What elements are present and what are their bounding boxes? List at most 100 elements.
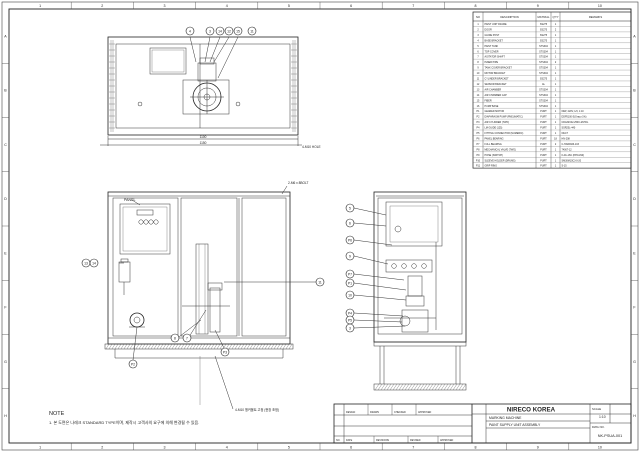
table-cell: BASE BRACKET [485,39,504,42]
balloon-label: P5 [348,318,352,322]
table-cell: HN-208 [562,137,571,140]
table-cell: 15 [477,99,480,102]
table-cell: DDP5100-S(Graco 1%) [562,116,587,119]
table-cell: 2 [477,28,479,31]
balloon-label: 6 [349,221,351,225]
grid-col-label: 3 [164,446,166,450]
table-cell: STS304 [539,45,548,48]
table-cell: 1 [555,56,557,59]
callout-balloon: 14 [215,26,225,36]
callout-balloon: P1 [345,278,355,288]
table-cell: GUIDE POST [485,34,500,37]
table-cell: S-15 [562,165,568,168]
balloon-label: 13 [84,261,88,265]
table-cell: LM GUIDE (125) [485,127,503,130]
table-cell: P1 [477,110,481,113]
callout-balloon: 5 [345,203,355,213]
grid-col-label: 5 [288,446,290,450]
balloon-label: 8 [174,336,176,340]
table-cell: 8 [477,61,479,64]
panel-label: PANEL [124,198,136,202]
table-cell: 1 [555,39,557,42]
table-cell: SSR25L-440 [562,127,576,130]
table-cell: CDA32X42-250C-M-HDL [562,121,590,124]
table-cell: AIR CHAMBER [485,88,502,91]
balloon-label: 5 [349,206,351,210]
grid-row-label: B [633,89,636,93]
grid-col-label: 9 [537,4,539,8]
callout-balloon: 4 [185,26,195,36]
balloon-label: P2 [131,362,135,366]
table-cell: INNER PIPE [485,61,499,64]
table-cell: 3 [477,34,479,37]
balloon-label: 11 [318,280,322,284]
table-cell: TANK COVER BRACKET [485,67,513,70]
table-cell: PANEL BEARING [485,137,504,140]
table-cell: 1 [555,67,557,70]
callout-balloon: P5 [345,315,355,325]
grid-col-label: 3 [164,4,166,8]
title-block-label: DATE [346,439,353,442]
control-panel [119,203,171,255]
title-block-label: NO. [336,439,341,442]
callout-balloon: 3 [345,323,355,333]
balloon-label: 14 [218,29,222,33]
table-cell: AL [542,83,546,86]
table-cell: 1 [555,23,557,26]
table-cell: FULL BEARING [485,143,502,146]
note-block: NOTE 1. 본 도면은 나레크 STANDARD TYPE이며, 제작시 고… [49,411,199,425]
top-view-frame-inner [115,43,291,129]
grid-row-label: D [4,197,7,201]
title-block-label: APPROVED [418,411,432,414]
table-cell: 6D-F7 [562,132,569,135]
table-cell: FIBER [485,99,492,102]
grid-row-label: E [4,251,7,255]
title-block-label: REVISIONS [376,439,389,442]
table-cell: MOTOR BRACKET [485,72,506,75]
table-cell: 0-40~16C (8X5-M10) [562,154,585,157]
table-cell: 1 [555,34,557,37]
table-cell: C-HARRI26-103 [562,143,580,146]
grid-row-label: F [4,306,7,310]
table-cell: DIAPHRAGM PUMP (PNEUMATIC) [485,116,523,119]
table-cell: 2 [555,28,557,31]
table-cell: 18 [554,137,557,140]
table-cell: STS304 [539,72,548,75]
table-cell: P5 [477,132,481,135]
table-cell: 13 [477,88,480,91]
table-cell: 2 [555,143,557,146]
callout-balloon: 15 [233,26,243,36]
table-cell: PURT [540,148,547,151]
table-cell: 1 [555,88,557,91]
table-cell: 16 [477,105,480,108]
table-cell: P10 [476,159,481,162]
grid-col-label: 6 [350,446,352,450]
grid-row-label: C [633,143,636,147]
table-cell: AGITATOR SHAFT [485,56,506,59]
table-cell: MECHANICAL VALVE (TWO) [485,148,517,151]
grid-col-label: 7 [412,446,414,450]
table-cell: 1 [555,45,557,48]
table-cell: PUMP BASE [485,105,499,108]
balloon-label: 12 [227,29,231,33]
bracket-note: 2-M6 x 8BOLT [288,181,309,185]
balloon-label: P7 [348,272,352,276]
table-cell: STS304 [539,105,548,108]
grid-row-label: H [4,414,7,418]
table-cell: PAINT TANK [485,45,499,48]
table-cell: 1 [555,121,557,124]
grid-row-label: E [633,251,636,255]
table-cell: 4 [477,39,479,42]
table-header: REMARKS [589,15,602,19]
table-header: MAT'RIAL [538,15,550,19]
grid-col-label: 7 [412,4,414,8]
table-cell: CYLINDER BRACKET [485,78,510,81]
table-cell: TOP COVER [485,50,499,53]
table-cell: 2 [555,61,557,64]
table-cell: STS304 [539,67,548,70]
table-cell: GRIP RING [485,165,498,168]
